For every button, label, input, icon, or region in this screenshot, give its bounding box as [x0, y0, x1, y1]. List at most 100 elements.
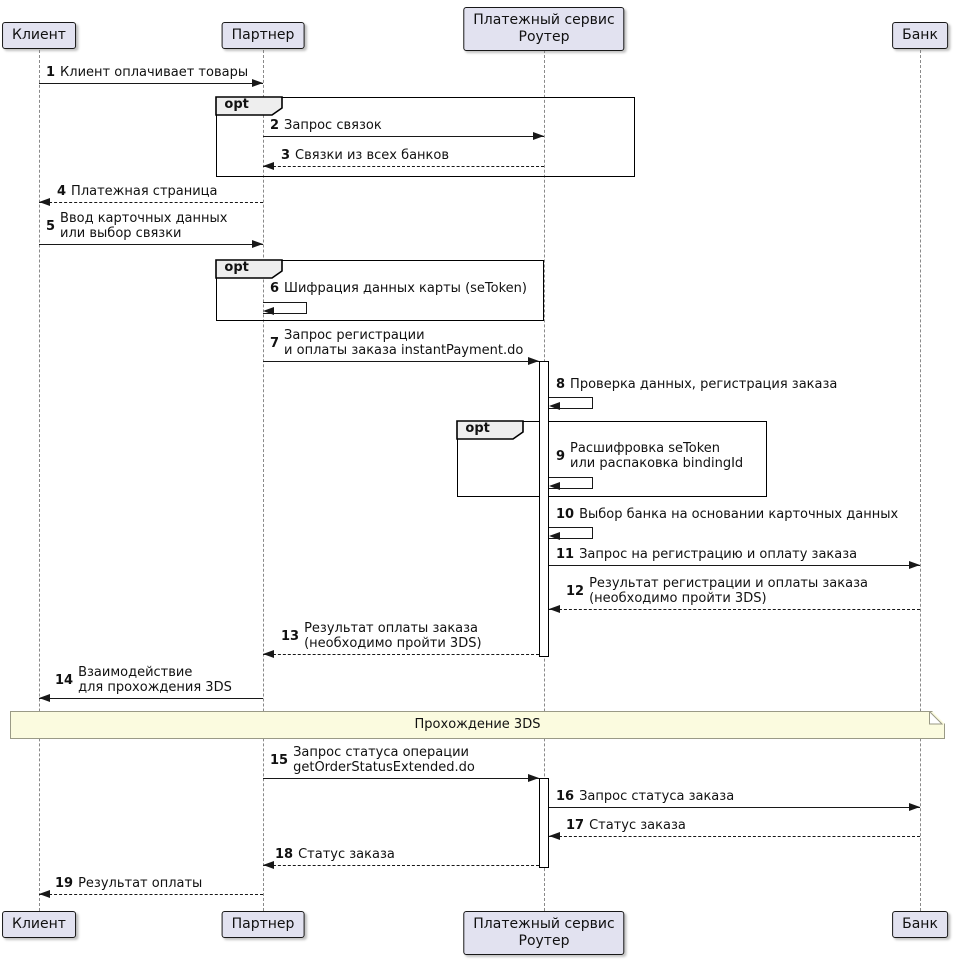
arrowhead-icon	[549, 532, 560, 540]
message-label: 19 Результат оплаты	[55, 876, 202, 891]
message-text-line: Платежная страница	[71, 184, 218, 199]
arrowhead-icon	[39, 694, 50, 702]
message-text: Запрос связок	[284, 118, 382, 133]
lifeline-client	[39, 50, 40, 911]
arrowhead-icon	[39, 890, 50, 898]
message-text-line: Выбор банка на основании карточных данны…	[579, 507, 899, 522]
message-number: 6	[270, 281, 280, 296]
participant-client-bottom: Клиент	[2, 911, 76, 938]
message-text-line: Запрос на регистрацию и оплату заказа	[579, 547, 858, 562]
message-line	[263, 166, 544, 167]
participant-label: Банк	[902, 916, 938, 932]
message-line	[549, 609, 920, 610]
message-text-line: Шифрация данных карты (seToken)	[284, 281, 527, 296]
participant-label: Платежный сервис	[473, 12, 615, 28]
message-text-line: Связки из всех банков	[295, 148, 450, 163]
arrowhead-icon	[909, 561, 920, 569]
self-message-loop	[263, 302, 307, 314]
arrowhead-icon	[549, 482, 560, 490]
message-number: 8	[556, 377, 566, 392]
message-number: 11	[556, 547, 575, 562]
message-text-line: (необходимо пройти 3DS)	[589, 591, 767, 606]
message-label: 3 Связки из всех банков	[281, 148, 449, 163]
message-line	[263, 136, 544, 137]
message-line	[39, 83, 263, 84]
participant-bank-top: Банк	[892, 22, 948, 49]
message-text-line: Результат регистрации и оплаты заказа	[589, 576, 868, 591]
participant-label: Клиент	[12, 27, 66, 43]
message-text-line: Ввод карточных данных	[60, 211, 228, 226]
message-text: Запрос статуса заказа	[579, 789, 734, 804]
lifeline-partner	[263, 50, 264, 911]
opt-fragment-label: opt	[224, 260, 249, 276]
message-text: Результат оплаты заказа(необходимо пройт…	[304, 621, 481, 651]
message-label: 8 Проверка данных, регистрация заказа	[556, 377, 837, 392]
opt-fragment: opt	[456, 420, 767, 497]
activation-bar	[539, 361, 549, 657]
message-text: Результат регистрации и оплаты заказа(не…	[589, 576, 868, 606]
opt-fragment-tab: opt	[456, 420, 525, 441]
participant-label: Роутер	[518, 933, 570, 949]
lifeline-bank	[920, 50, 921, 911]
participant-label: Партнер	[231, 27, 295, 43]
arrowhead-icon	[528, 774, 539, 782]
participant-bank-bottom: Банк	[892, 911, 948, 938]
message-label: 18 Статус заказа	[275, 847, 395, 862]
arrowhead-icon	[909, 803, 920, 811]
opt-fragment-tab: opt	[215, 259, 284, 280]
arrowhead-icon	[263, 162, 274, 170]
participant-label: Клиент	[12, 916, 66, 932]
arrowhead-icon	[549, 402, 560, 410]
message-line	[263, 361, 539, 362]
message-text-line: Взаимодействие	[78, 665, 193, 680]
message-line	[263, 865, 539, 866]
participant-label: Платежный сервис	[473, 916, 615, 932]
message-label: 11 Запрос на регистрацию и оплату заказа	[556, 547, 857, 562]
message-number: 17	[566, 818, 585, 833]
message-text-line: Запрос статуса операции	[293, 745, 469, 760]
note-text: Прохождение 3DS	[414, 717, 541, 732]
message-text-line: Запрос связок	[284, 118, 382, 133]
opt-fragment: opt	[215, 96, 635, 177]
message-number: 18	[275, 847, 294, 862]
message-text-line: Статус заказа	[298, 847, 395, 862]
message-number: 3	[281, 148, 291, 163]
message-number: 9	[556, 448, 566, 464]
message-text-line: или выбор связки	[60, 226, 182, 241]
message-line	[549, 565, 920, 566]
message-text-line: Запрос регистрации	[284, 328, 425, 343]
participant-label: Партнер	[231, 916, 295, 932]
opt-fragment-label: opt	[465, 421, 490, 437]
message-text-line: Статус заказа	[589, 818, 686, 833]
message-label: 4 Платежная страница	[57, 184, 218, 199]
participant-label: Банк	[902, 27, 938, 43]
message-number: 15	[270, 752, 289, 768]
message-number: 12	[566, 583, 585, 599]
message-text-line: или распаковка bindingId	[570, 456, 744, 471]
message-number: 19	[55, 876, 74, 891]
arrowhead-icon	[252, 240, 263, 248]
message-line	[39, 894, 263, 895]
participant-client-top: Клиент	[2, 22, 76, 49]
opt-fragment-tab: opt	[215, 96, 284, 117]
arrowhead-icon	[263, 861, 274, 869]
message-text: Результат оплаты	[78, 876, 202, 891]
message-text-line: Проверка данных, регистрация заказа	[570, 377, 838, 392]
note-fold-icon	[929, 710, 944, 725]
opt-fragment: opt	[215, 259, 544, 321]
note-3ds: Прохождение 3DS	[10, 711, 945, 739]
message-number: 4	[57, 184, 67, 199]
message-text-line: (необходимо пройти 3DS)	[304, 636, 482, 651]
arrowhead-icon	[549, 605, 560, 613]
